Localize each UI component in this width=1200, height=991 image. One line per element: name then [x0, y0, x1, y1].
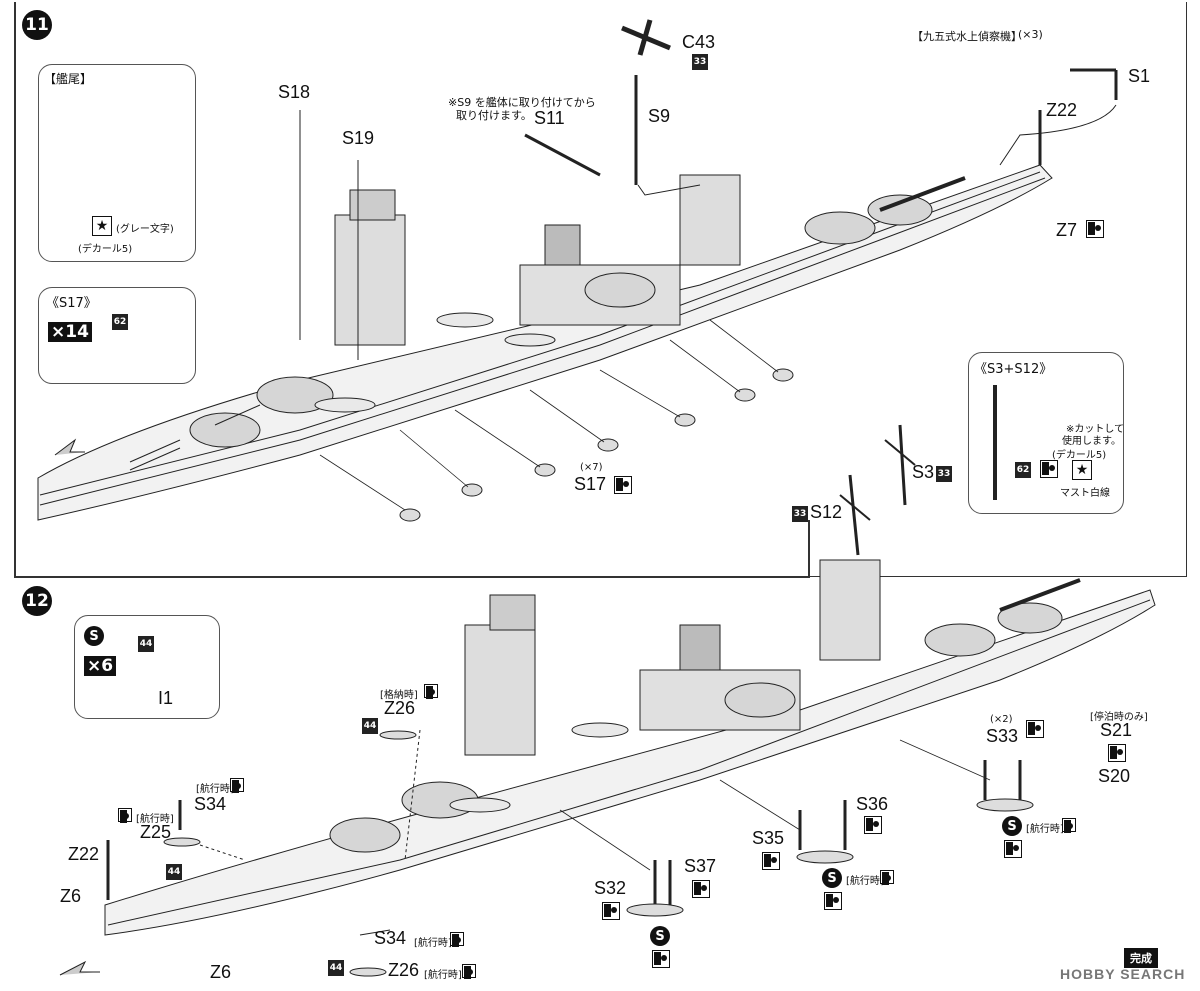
- decal-icon: [1086, 220, 1104, 238]
- complete-badge: 完成: [1124, 948, 1158, 968]
- label-s36: S36: [856, 794, 889, 814]
- label-kouko1: [航行時]: [196, 784, 234, 795]
- label-teihaku: [停泊時のみ]: [1090, 712, 1148, 723]
- part-44-z26b: 44: [328, 960, 344, 976]
- watermark: HOBBY SEARCH: [1060, 966, 1186, 982]
- label-z6b: Z6: [210, 962, 232, 982]
- decal-icon: [118, 808, 132, 823]
- label-kouko2: [航行時]: [136, 814, 174, 825]
- s-boat-count: ×6: [84, 656, 117, 676]
- part-33-s12: 33: [792, 506, 808, 522]
- label-c43: C43: [682, 32, 716, 52]
- label-s34a: S34: [194, 794, 227, 814]
- label-s33-count: (×2): [990, 714, 1013, 725]
- s17-inset-count: ×14: [48, 322, 92, 342]
- stern-inset-title: 【艦尾】: [44, 72, 93, 86]
- label-s21: S21: [1100, 720, 1133, 740]
- part-33-c43: 33: [692, 54, 708, 70]
- star-decal-icon: ★: [1072, 460, 1092, 480]
- step-11-marker: 11: [22, 10, 52, 40]
- s-mark-icon: S: [650, 926, 670, 946]
- decal-icon: [652, 950, 670, 968]
- label-kouko3: [航行時]: [414, 938, 452, 949]
- decal-icon: [692, 880, 710, 898]
- decal-icon: [462, 964, 476, 979]
- s3s12-part-number: 62: [1015, 462, 1031, 478]
- label-kouko4: [航行時]: [424, 970, 462, 981]
- label-s37: S37: [684, 856, 717, 876]
- label-s17-count: (×7): [580, 462, 603, 473]
- part-44-z25: 44: [166, 864, 182, 880]
- label-kouko5: [航行時]: [846, 876, 884, 887]
- label-z22: Z22: [1046, 100, 1078, 120]
- label-s12: S12: [810, 502, 843, 522]
- label-s17: S17: [574, 474, 607, 494]
- s3s12-note2: 使用します。: [1062, 436, 1121, 447]
- label-z22-12: Z22: [68, 844, 100, 864]
- s17-inset-title: 《S17》: [46, 296, 97, 311]
- label-s35: S35: [752, 828, 785, 848]
- decal-icon: [1004, 840, 1022, 858]
- label-s32: S32: [594, 878, 627, 898]
- s-mark-icon: S: [84, 626, 104, 646]
- label-z25: Z25: [140, 822, 172, 842]
- seaplane-title: 【九五式水上偵察機】: [912, 30, 1022, 43]
- label-z6a: Z6: [60, 886, 82, 906]
- decal-icon: [614, 476, 632, 494]
- stern-inset-note: (グレー文字): [116, 224, 174, 235]
- part-44-z26a: 44: [362, 718, 378, 734]
- decal-icon: [450, 932, 464, 947]
- label-s11: S11: [534, 108, 565, 128]
- s3s12-inset-title: 《S3+S12》: [974, 362, 1053, 377]
- step-12-marker: 12: [22, 586, 52, 616]
- decal-icon: [864, 816, 882, 834]
- star-decal-icon: ★: [92, 216, 112, 236]
- label-s1: S1: [1128, 66, 1151, 86]
- label-kakunou: [格納時]: [380, 690, 418, 701]
- note-s9b: 取り付けます。: [456, 109, 532, 122]
- label-s9: S9: [648, 106, 671, 126]
- decal-icon: [824, 892, 842, 910]
- label-s3: S3: [912, 462, 935, 482]
- decal-icon: [880, 870, 894, 885]
- s-mark-icon: S: [822, 868, 842, 888]
- label-s19: S19: [342, 128, 375, 148]
- divider: [14, 576, 809, 578]
- decal-icon: [230, 778, 244, 793]
- label-s20: S20: [1098, 766, 1131, 786]
- s3s12-decal: (デカール5): [1052, 450, 1107, 461]
- label-s18: S18: [278, 82, 311, 102]
- s3s12-note1: ※カットして: [1066, 424, 1125, 435]
- s3s12-mast-note: マスト白線: [1060, 488, 1110, 499]
- s-mark-icon: S: [1002, 816, 1022, 836]
- stern-inset-decal: (デカール5): [78, 244, 133, 255]
- decal-icon: [1040, 460, 1058, 478]
- decal-icon: [1026, 720, 1044, 738]
- label-z26a: Z26: [384, 698, 416, 718]
- note-s9: ※S9 を艦体に取り付けてから: [448, 96, 596, 109]
- decal-icon: [602, 902, 620, 920]
- stern-inset: [38, 64, 196, 262]
- seaplane-count: (×3): [1018, 28, 1043, 41]
- label-z26b: Z26: [388, 960, 420, 980]
- decal-icon: [1062, 818, 1076, 833]
- s-boat-part-number: 44: [138, 636, 154, 652]
- decal-icon: [762, 852, 780, 870]
- part-33-s3: 33: [936, 466, 952, 482]
- label-z7: Z7: [1056, 220, 1078, 240]
- decal-icon: [424, 684, 438, 699]
- label-s34b: S34: [374, 928, 407, 948]
- divider-right: [808, 520, 810, 578]
- s-boat-label: I1: [158, 688, 174, 708]
- decal-icon: [1108, 744, 1126, 762]
- label-kouko6: [航行時]: [1026, 824, 1064, 835]
- s17-part-number: 62: [112, 314, 128, 330]
- label-s33: S33: [986, 726, 1019, 746]
